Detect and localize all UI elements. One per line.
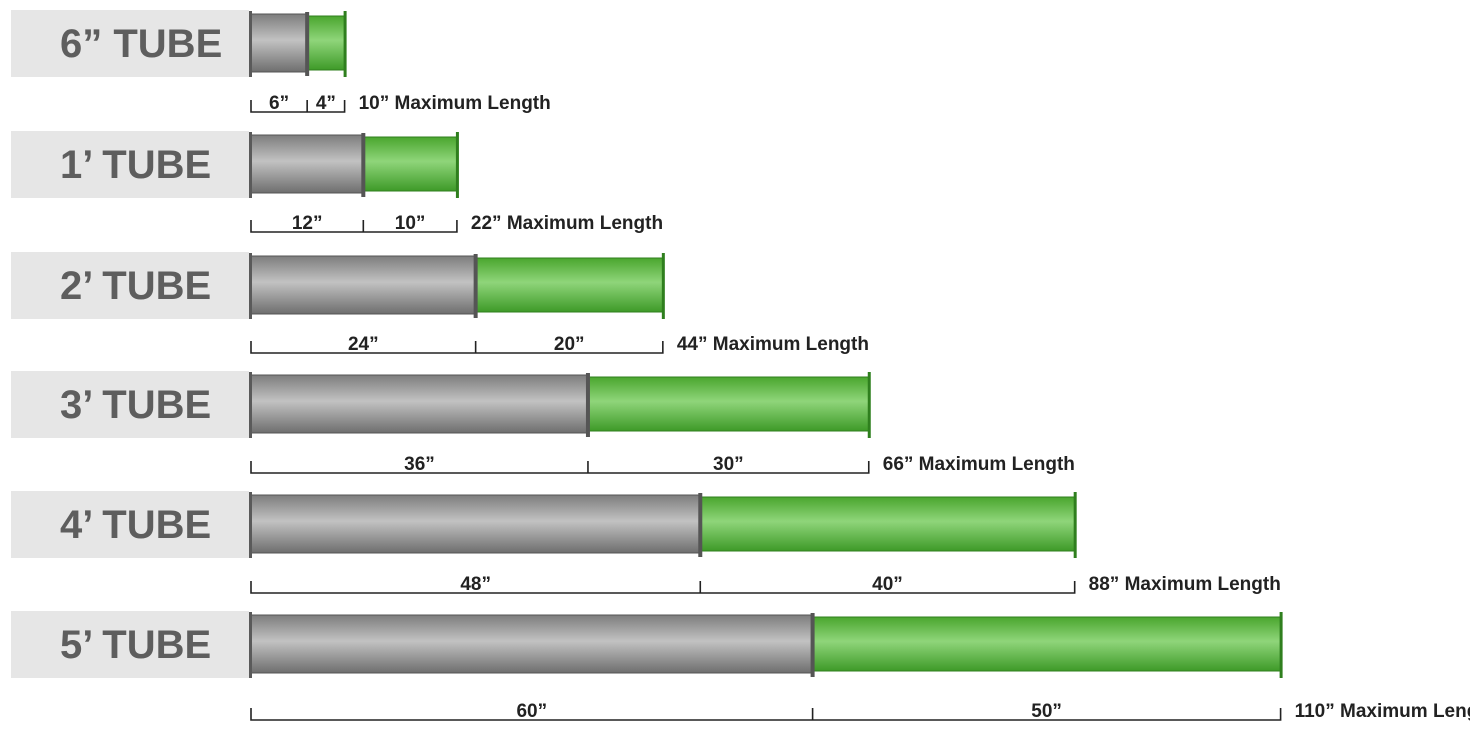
green-extension-section [362, 136, 458, 192]
start-flange [249, 492, 252, 558]
maximum-length-label: 88” Maximum Length [1089, 574, 1281, 595]
joint-flange [473, 254, 478, 318]
tube-label: 2’ TUBE [60, 264, 211, 308]
dimension-line [250, 581, 1076, 594]
end-flange [455, 132, 459, 198]
maximum-length-label: 22” Maximum Length [471, 213, 663, 234]
tube-label-background [11, 611, 249, 678]
end-flange [1279, 612, 1283, 678]
extension-length-label: 10” [395, 213, 426, 234]
start-flange [249, 11, 252, 77]
dimension-line [250, 220, 458, 233]
tube-row: 3’ TUBE 36” 30” 66” Maximum Length [11, 371, 1075, 475]
base-length-label: 6” [269, 93, 289, 114]
dimension-line [250, 708, 1282, 721]
gray-tube-section [250, 494, 701, 554]
tube-row: 5’ TUBE 60” 50” 110” Maximum Length [11, 611, 1470, 722]
green-extension-section [475, 257, 664, 313]
tube-label: 5’ TUBE [60, 623, 211, 667]
tube-label: 1’ TUBE [60, 143, 211, 187]
end-flange [1073, 492, 1077, 558]
start-flange [249, 253, 252, 319]
dimension-line [250, 100, 346, 113]
base-length-label: 12” [292, 213, 323, 234]
tube-row: 1’ TUBE 12” 10” 22” Maximum Length [11, 131, 663, 234]
joint-flange [810, 613, 815, 677]
maximum-length-label: 44” Maximum Length [677, 334, 869, 355]
green-extension-section [812, 616, 1282, 672]
gray-tube-section [250, 13, 308, 73]
end-flange [867, 372, 871, 438]
start-flange [249, 132, 252, 198]
start-flange [249, 372, 252, 438]
base-length-label: 36” [404, 454, 435, 475]
end-flange [343, 11, 347, 77]
end-flange [661, 253, 665, 319]
tube-row: 4’ TUBE 48” 40” 88” Maximum Length [11, 491, 1281, 595]
tube-label-background [11, 10, 249, 77]
gray-tube-section [250, 255, 477, 315]
maximum-length-label: 66” Maximum Length [883, 454, 1075, 475]
extension-length-label: 50” [1031, 701, 1062, 722]
green-extension-section [306, 15, 346, 71]
tube-label: 3’ TUBE [60, 383, 211, 427]
tube-label: 6” TUBE [60, 22, 222, 66]
joint-flange [698, 493, 703, 557]
tube-row: 2’ TUBE 24” 20” 44” Maximum Length [11, 252, 869, 355]
tube-label-background [11, 252, 249, 319]
extension-length-label: 40” [872, 574, 903, 595]
joint-flange [585, 373, 590, 437]
green-extension-section [587, 376, 870, 432]
extension-length-label: 30” [713, 454, 744, 475]
base-length-label: 24” [348, 334, 379, 355]
tube-label-background [11, 491, 249, 558]
dimension-line [250, 461, 870, 474]
extension-length-label: 4” [316, 93, 336, 114]
tube-row: 6” TUBE 6” 4” 10” Maximum Length [11, 10, 551, 114]
base-length-label: 48” [460, 574, 491, 595]
maximum-length-label: 10” Maximum Length [359, 93, 551, 114]
start-flange [249, 612, 252, 678]
tube-label-background [11, 131, 249, 198]
base-length-label: 60” [516, 701, 547, 722]
gray-tube-section [250, 134, 364, 194]
tube-label: 4’ TUBE [60, 503, 211, 547]
joint-flange [361, 133, 366, 197]
extension-length-label: 20” [554, 334, 585, 355]
gray-tube-section [250, 374, 589, 434]
dimension-line [250, 341, 664, 354]
joint-flange [305, 12, 310, 76]
gray-tube-section [250, 614, 814, 674]
maximum-length-label: 110” Maximum Length [1295, 701, 1470, 722]
green-extension-section [699, 496, 1076, 552]
tube-label-background [11, 371, 249, 438]
